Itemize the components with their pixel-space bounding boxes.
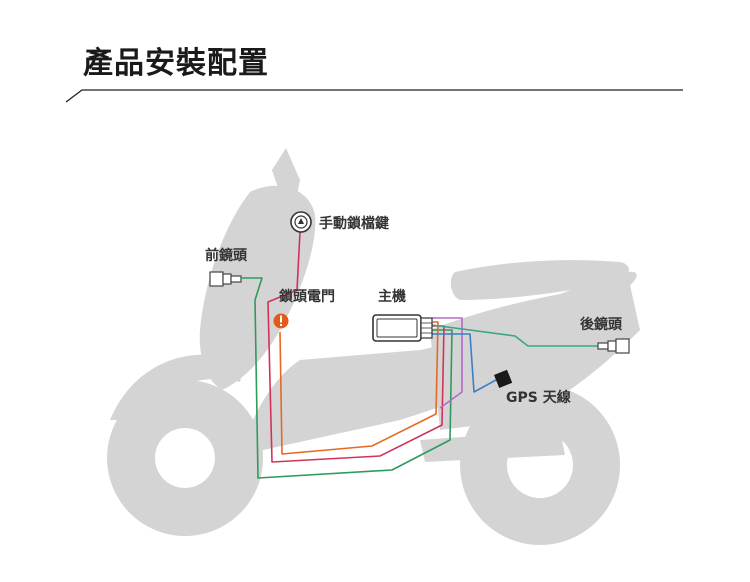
- gps-module-icon: [494, 369, 513, 388]
- title-underline: [65, 89, 683, 103]
- scooter-silhouette: [107, 148, 640, 545]
- label-gps-antenna: GPS 天線: [506, 389, 571, 406]
- page-title: 產品安裝配置: [83, 46, 269, 81]
- label-lock-button: 手動鎖檔鍵: [319, 215, 389, 232]
- label-main-unit: 主機: [378, 288, 406, 305]
- front-camera-icon: [209, 271, 242, 287]
- wire-front-camera: [242, 277, 453, 479]
- label-lock-door: 鎖頭電門: [279, 288, 335, 305]
- main-unit-icon: [372, 314, 433, 342]
- wire-lock-button: [267, 231, 445, 463]
- rear-camera-icon: [597, 338, 630, 354]
- exclamation-icon: [273, 313, 289, 329]
- label-front-camera: 前鏡頭: [205, 247, 248, 264]
- label-rear-camera: 後鏡頭: [580, 316, 623, 333]
- wire-lock-door: [279, 321, 439, 455]
- lock-button-icon: [290, 211, 312, 233]
- wire-gps: [432, 333, 497, 393]
- wire-rear-camera: [431, 324, 598, 347]
- wire-purple: [432, 317, 463, 409]
